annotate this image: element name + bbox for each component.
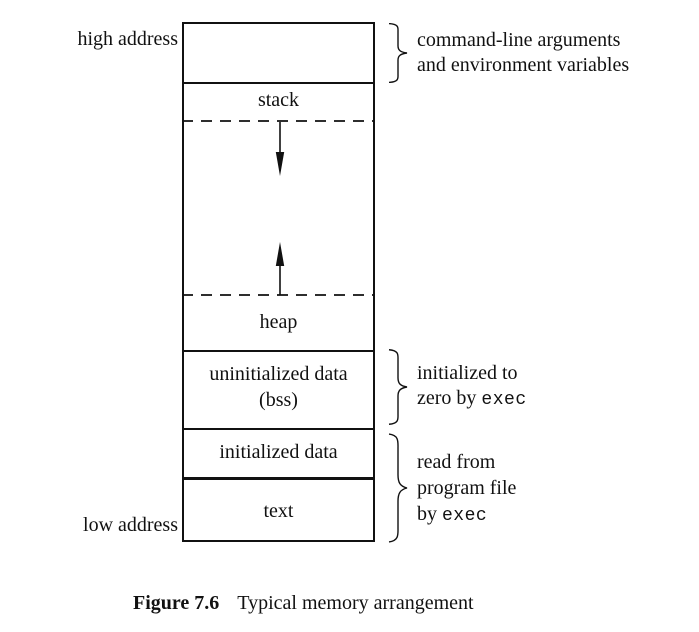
program-file-annotation-line3: by exec (417, 501, 516, 529)
bss-annotation-line2-text: zero by (417, 387, 482, 409)
heap-growth-up-arrow-icon (275, 242, 285, 295)
segment-heap-label: heap (259, 311, 298, 333)
segment-stack-label: stack (257, 89, 300, 111)
args-annotation-line2: and environment variables (417, 54, 630, 76)
figure-caption-number: Figure 7.6 (133, 592, 220, 614)
bss-annotation-exec-code: exec (481, 390, 527, 410)
program-file-annotation-line3-text: by (417, 503, 442, 525)
memory-box: stack heap uninitialized data (bss) init… (182, 22, 375, 542)
stack-dashed-boundary (182, 120, 375, 122)
bss-annotation-line1: initialized to (417, 362, 518, 384)
stack-growth-down-arrow-icon (275, 122, 285, 176)
segment-initialized-data-label: initialized data (219, 441, 338, 463)
high-address-label: high address (77, 28, 178, 50)
segment-bss-label-line1: uninitialized data (209, 363, 348, 385)
bss-brace-icon (387, 349, 409, 425)
args-annotation-line1: command-line arguments (417, 29, 621, 51)
program-file-annotation-line2: program file (417, 477, 517, 499)
program-file-annotation-line1: read from (417, 451, 496, 473)
program-file-brace-icon (387, 433, 409, 543)
figure-caption-title: Typical memory arrangement (237, 592, 474, 614)
args-brace-icon (387, 23, 409, 83)
separator-args-stack (184, 82, 373, 84)
low-address-label: low address (83, 514, 178, 536)
bss-annotation: initialized to zero by exec (417, 361, 527, 413)
heap-dashed-boundary (182, 294, 375, 296)
separator-initialized-text (184, 477, 373, 480)
segment-text-label: text (263, 500, 294, 522)
figure-caption: Figure 7.6 Typical memory arrangement (133, 592, 474, 615)
separator-heap-bss (184, 350, 373, 352)
args-annotation: command-line arguments and environment v… (417, 28, 629, 78)
program-file-annotation: read from program file by exec (417, 449, 516, 529)
segment-bss-label: uninitialized data (bss) (184, 361, 373, 413)
segment-bss-label-line2: (bss) (259, 389, 298, 411)
separator-bss-initialized (184, 428, 373, 430)
bss-annotation-line2: zero by exec (417, 386, 527, 413)
program-file-annotation-exec-code: exec (442, 506, 488, 526)
